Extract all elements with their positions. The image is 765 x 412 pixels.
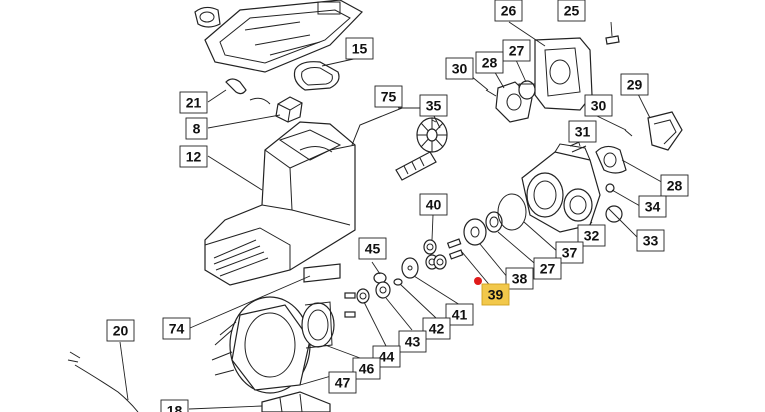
part-74-pad bbox=[303, 263, 341, 283]
callout-12[interactable]: 12 bbox=[179, 145, 208, 168]
callout-28-right-text: 28 bbox=[667, 178, 683, 194]
part-40-bearings bbox=[423, 239, 447, 270]
callout-18[interactable]: 18 bbox=[160, 399, 189, 412]
callout-20[interactable]: 20 bbox=[106, 319, 135, 342]
callout-20-text: 20 bbox=[113, 323, 129, 339]
part-15-gasket bbox=[293, 61, 340, 91]
callout-45[interactable]: 45 bbox=[358, 237, 387, 260]
callout-37-text: 37 bbox=[562, 245, 578, 261]
part-38-cam bbox=[463, 218, 487, 246]
callout-40[interactable]: 40 bbox=[419, 193, 448, 216]
part-25-screw bbox=[605, 35, 620, 45]
callout-8[interactable]: 8 bbox=[185, 117, 208, 140]
callout-25-text: 25 bbox=[564, 3, 580, 19]
callout-28-right[interactable]: 28 bbox=[660, 174, 689, 197]
callout-29[interactable]: 29 bbox=[620, 73, 649, 96]
part-21-hose-clip bbox=[225, 78, 247, 95]
callout-75-text: 75 bbox=[381, 89, 397, 105]
callout-43-text: 43 bbox=[405, 334, 421, 350]
part-8-bracket bbox=[275, 96, 303, 123]
part-20-cable-ends bbox=[67, 351, 81, 363]
part-21-wire bbox=[249, 97, 271, 105]
callout-33-text: 33 bbox=[643, 233, 659, 249]
part-41-washer bbox=[401, 257, 419, 279]
callout-39-text: 39 bbox=[488, 287, 504, 303]
callout-75[interactable]: 75 bbox=[374, 85, 403, 108]
callout-41-text: 41 bbox=[452, 307, 468, 323]
callout-35[interactable]: 35 bbox=[419, 94, 448, 117]
part-20-cable bbox=[74, 364, 139, 412]
callout-42-text: 42 bbox=[429, 321, 445, 337]
callout-44-text: 44 bbox=[379, 349, 395, 365]
callout-30-left[interactable]: 30 bbox=[445, 57, 474, 80]
part-12-housing bbox=[204, 121, 356, 286]
callout-47-text: 47 bbox=[335, 375, 351, 391]
callout-30-left-text: 30 bbox=[452, 61, 468, 77]
callout-27-top[interactable]: 27 bbox=[502, 39, 531, 62]
callout-32[interactable]: 32 bbox=[577, 224, 606, 247]
callout-41[interactable]: 41 bbox=[445, 303, 474, 326]
callout-28-top[interactable]: 28 bbox=[475, 51, 504, 74]
callout-31[interactable]: 31 bbox=[568, 120, 597, 143]
callout-21-text: 21 bbox=[186, 95, 202, 111]
callout-29-text: 29 bbox=[627, 77, 643, 93]
callout-8-text: 8 bbox=[193, 121, 201, 137]
callout-32-text: 32 bbox=[584, 228, 600, 244]
callout-34[interactable]: 34 bbox=[638, 195, 667, 218]
part-32-gear-housing bbox=[521, 143, 601, 233]
part-30-pin-left bbox=[485, 89, 497, 97]
callout-12-text: 12 bbox=[186, 149, 202, 165]
callout-18-text: 18 bbox=[167, 403, 183, 412]
callout-27-bottom[interactable]: 27 bbox=[533, 257, 562, 280]
callout-43[interactable]: 43 bbox=[398, 330, 427, 353]
callout-47[interactable]: 47 bbox=[328, 371, 357, 394]
part-27-bushing bbox=[485, 211, 503, 233]
part-39-pins bbox=[446, 238, 464, 260]
callout-31-text: 31 bbox=[575, 124, 591, 140]
part-27-bush-top bbox=[518, 80, 536, 100]
callout-45-text: 45 bbox=[365, 241, 381, 257]
callout-30-right[interactable]: 30 bbox=[584, 94, 613, 117]
part-26-plate bbox=[534, 37, 593, 111]
callout-74-text: 74 bbox=[169, 321, 185, 337]
part-47-stator bbox=[211, 296, 311, 394]
callout-27-top-text: 27 bbox=[509, 43, 525, 59]
callout-25[interactable]: 25 bbox=[557, 0, 586, 22]
callout-34-text: 34 bbox=[645, 199, 661, 215]
callout-42[interactable]: 42 bbox=[422, 317, 451, 340]
callout-26-text: 26 bbox=[501, 3, 517, 19]
callout-27-bottom-text: 27 bbox=[540, 261, 556, 277]
callout-30-right-text: 30 bbox=[591, 98, 607, 114]
callout-38[interactable]: 38 bbox=[505, 267, 534, 290]
callout-74[interactable]: 74 bbox=[162, 317, 191, 340]
part-46-rotor-ring bbox=[301, 301, 335, 349]
callout-39-highlighted[interactable]: 39 bbox=[481, 283, 510, 306]
callout-38-text: 38 bbox=[512, 271, 528, 287]
part-37-o-ring bbox=[497, 193, 527, 231]
part-18-base bbox=[261, 391, 331, 412]
callout-37[interactable]: 37 bbox=[555, 241, 584, 264]
top-cover-part bbox=[194, 0, 363, 73]
part-35-impeller bbox=[416, 117, 448, 153]
callout-15-text: 15 bbox=[352, 41, 368, 57]
callout-15[interactable]: 15 bbox=[345, 37, 374, 60]
part-33-knob bbox=[605, 205, 623, 223]
callout-35-text: 35 bbox=[426, 98, 442, 114]
callout-21[interactable]: 21 bbox=[179, 91, 208, 114]
callout-28-top-text: 28 bbox=[482, 55, 498, 71]
part-29-cap bbox=[647, 111, 683, 151]
small-hardware-parts bbox=[344, 272, 403, 318]
highlight-marker bbox=[474, 277, 482, 285]
part-28-gasket-right bbox=[595, 145, 627, 174]
part-30-pin-right bbox=[624, 129, 633, 137]
callout-40-text: 40 bbox=[426, 197, 442, 213]
callout-26[interactable]: 26 bbox=[494, 0, 523, 22]
callout-46-text: 46 bbox=[359, 361, 375, 377]
callout-46[interactable]: 46 bbox=[352, 357, 381, 380]
callout-33[interactable]: 33 bbox=[636, 229, 665, 252]
